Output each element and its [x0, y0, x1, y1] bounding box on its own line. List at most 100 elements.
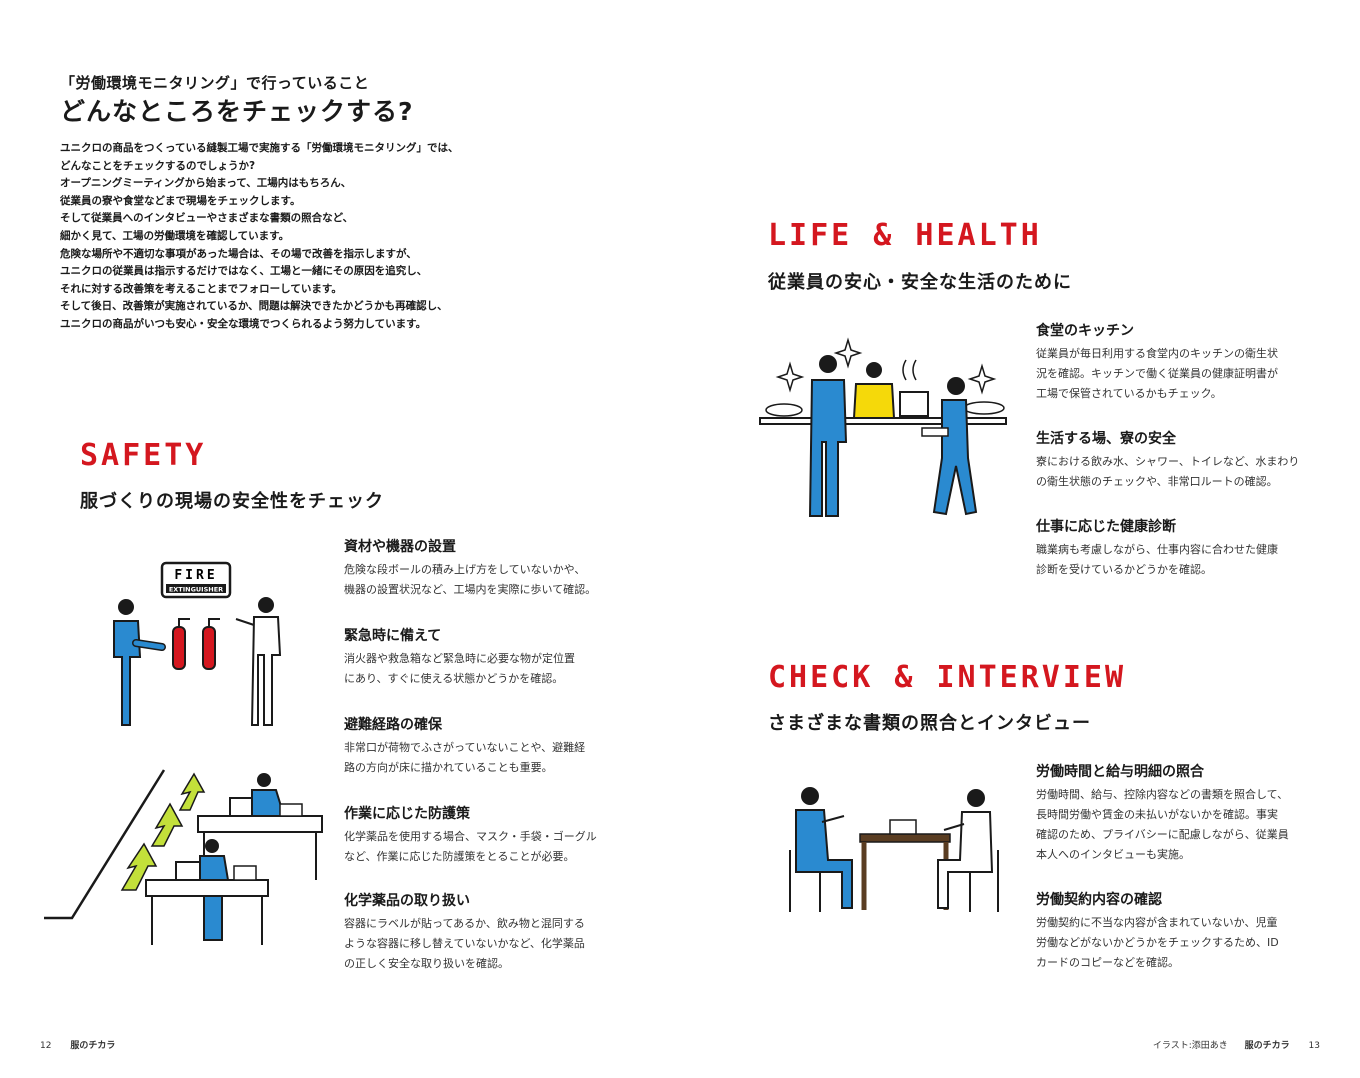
item-line: 本人へのインタビューも実施。 — [1036, 848, 1190, 861]
wall-line — [44, 769, 166, 920]
worker-body-blue — [251, 789, 286, 817]
item-line: ような容器に移し替えていないかなど、化学薬品 — [344, 937, 585, 950]
intro-line: 従業員の寮や食堂などまで現場をチェックします。 — [60, 194, 301, 207]
item-line: 労働契約に不当な内容が含まれていないか、児童 — [1036, 916, 1278, 929]
intro-line: 細かく見て、工場の労働環境を確認しています。 — [60, 229, 290, 242]
item-heading: 生活する場、寮の安全 — [1036, 431, 1176, 447]
worker-head — [257, 773, 271, 787]
person-body-white — [937, 811, 994, 909]
item-line: 職業病も考慮しながら、仕事内容に合わせた健康 — [1036, 543, 1278, 556]
desk — [145, 879, 269, 897]
item-body: 寮における飲み水、シャワー、トイレなど、水まわり の衛生状態のチェックや、非常口… — [1036, 452, 1299, 492]
chair — [789, 850, 821, 912]
life-title: LIFE & HEALTH — [768, 218, 1042, 253]
extinguisher-red — [202, 626, 216, 670]
person-head — [967, 789, 985, 807]
kitchen-illustration — [759, 337, 1007, 517]
person-head — [258, 597, 274, 613]
check-title: CHECK & INTERVIEW — [768, 660, 1127, 695]
person-body-blue — [795, 809, 853, 909]
item-line: 化学薬品を使用する場合、マスク・手袋・ゴーグル — [344, 830, 597, 843]
item-body: 消火器や救急箱など緊急時に必要な物が定位置 にあり、すぐに使える状態かどうかを確… — [344, 649, 575, 689]
item-line: 危険な段ボールの積み上げ方をしていないかや、 — [344, 563, 586, 576]
page-subtitle: 「労働環境モニタリング」で行っていること — [60, 74, 370, 92]
person-head — [947, 377, 965, 395]
item-heading: 作業に応じた防護策 — [344, 806, 470, 822]
sparkle-icon — [775, 361, 805, 393]
item-line: 容器にラベルが貼ってあるか、飲み物と混同する — [344, 917, 585, 930]
intro-line: オープニングミーティングから始まって、工場内はもちろん、 — [60, 177, 352, 190]
interview-illustration — [789, 787, 999, 912]
item-heading: 化学薬品の取り扱い — [344, 893, 470, 909]
safety-item: 資材や機器の設置 危険な段ボールの積み上げ方をしていないかや、 機器の設置状況な… — [344, 536, 596, 600]
item-body: 非常口が荷物でふさがっていないことや、避難経 路の方向が床に描かれていることも重… — [344, 738, 585, 778]
person-body-white — [250, 616, 282, 726]
item-line: 工場で保管されているかもチェック。 — [1036, 387, 1222, 400]
item-line: 況を確認。キッチンで働く従業員の健康証明書が — [1036, 367, 1278, 380]
life-item: 生活する場、寮の安全 寮における飲み水、シャワー、トイレなど、水まわり の衛生状… — [1036, 428, 1299, 492]
intro-line: それに対する改善策を考えることまでフォローしています。 — [60, 282, 342, 295]
arrow-green-icon — [120, 842, 158, 891]
item-line: カードのコピーなどを確認。 — [1036, 956, 1179, 969]
cook-apron-yellow — [852, 383, 896, 419]
life-subtitle: 従業員の安心・安全な生活のために — [768, 272, 1072, 293]
sparkle-icon — [833, 337, 863, 369]
intro-line: そして従業員へのインタビューやさまざまな書類の照合など、 — [60, 212, 354, 225]
illustration-credit: イラスト:添田あき — [1152, 1041, 1228, 1051]
item-heading: 緊急時に備えて — [344, 628, 442, 644]
life-item: 食堂のキッチン 従業員が毎日利用する食堂内のキッチンの衛生状 況を確認。キッチン… — [1036, 320, 1278, 404]
safety-subtitle: 服づくりの現場の安全性をチェック — [80, 491, 384, 512]
item-line: 路の方向が床に描かれていることも重要。 — [344, 761, 553, 774]
steam-icon — [902, 359, 917, 381]
safety-item: 化学薬品の取り扱い 容器にラベルが貼ってあるか、飲み物と混同する ような容器に移… — [344, 890, 585, 974]
item-line: の衛生状態のチェックや、非常口ルートの確認。 — [1036, 475, 1278, 488]
item-line: 消火器や救急箱など緊急時に必要な物が定位置 — [344, 652, 575, 665]
table-brown — [859, 833, 951, 843]
item-heading: 食堂のキッチン — [1036, 323, 1134, 339]
intro-line: ユニクロの従業員は指示するだけではなく、工場と一緒にその原因を追究し、 — [60, 265, 428, 278]
item-body: 危険な段ボールの積み上げ方をしていないかや、 機器の設置状況など、工場内を実際に… — [344, 560, 596, 600]
item-body: 労働時間、給与、控除内容などの書類を照合して、 長時間労働や賃金の未払いがないか… — [1036, 785, 1289, 865]
item-heading: 仕事に応じた健康診断 — [1036, 519, 1176, 535]
safety-title: SAFETY — [80, 438, 207, 473]
worker-body-blue — [199, 855, 230, 881]
item-line: の正しく安全な取り扱いを確認。 — [344, 957, 509, 970]
intro-line: ユニクロの商品をつくっている縫製工場で実施する「労働環境モニタリング」では、 — [60, 142, 459, 154]
intro-paragraph: ユニクロの商品をつくっている縫製工場で実施する「労働環境モニタリング」では、 ど… — [60, 140, 540, 334]
person-body-blue — [808, 379, 848, 517]
check-subtitle: さまざまな書類の照合とインタビュー — [768, 713, 1091, 734]
person-head — [801, 787, 819, 805]
intro-line: 危険な場所や不適切な事項があった場合は、その場で改善を指示しますが、 — [60, 247, 417, 260]
check-item: 労働時間と給与明細の照合 労働時間、給与、控除内容などの書類を照合して、 長時間… — [1036, 761, 1289, 865]
item-line: 長時間労働や賃金の未払いがないかを確認。事実 — [1036, 808, 1278, 821]
magazine-title-left: 服のチカラ — [70, 1041, 116, 1051]
footer-left: 12 服のチカラ — [40, 1038, 115, 1051]
item-heading: 資材や機器の設置 — [344, 539, 456, 555]
item-body: 容器にラベルが貼ってあるか、飲み物と混同する ような容器に移し替えていないかなど… — [344, 914, 585, 974]
item-line: にあり、すぐに使える状態かどうかを確認。 — [344, 672, 564, 685]
item-line: 診断を受けているかどうかを確認。 — [1036, 563, 1212, 576]
documents — [889, 819, 917, 835]
footer-right: イラスト:添田あき 服のチカラ 13 — [1153, 1038, 1320, 1051]
intro-line: そして後日、改善策が実施されているか、問題は解決できたかどうかも再確認し、 — [60, 300, 448, 313]
sign-text-extinguisher: EXTINGUISHER — [169, 586, 223, 594]
person-head — [819, 355, 837, 373]
item-line: 労働などがないかどうかをチェックするため、ID — [1036, 936, 1279, 949]
item-line: 労働時間、給与、控除内容などの書類を照合して、 — [1036, 788, 1289, 801]
safety-item: 避難経路の確保 非常口が荷物でふさがっていないことや、避難経 路の方向が床に描か… — [344, 714, 585, 778]
item-line: など、作業に応じた防護策をとることが必要。 — [344, 850, 575, 863]
item-body: 従業員が毎日利用する食堂内のキッチンの衛生状 況を確認。キッチンで働く従業員の健… — [1036, 344, 1278, 404]
item-line: 非常口が荷物でふさがっていないことや、避難経 — [344, 741, 586, 754]
fire-extinguisher-illustration: FIRE EXTINGUISHER — [113, 561, 282, 726]
sign-band — [166, 584, 226, 593]
extinguisher-red — [172, 626, 186, 670]
bowl — [765, 403, 803, 417]
page-headline: どんなところをチェックする? — [60, 97, 414, 126]
person-head — [118, 599, 134, 615]
cook-head — [866, 362, 882, 378]
page-number-left: 12 — [40, 1041, 52, 1051]
item-line: 寮における飲み水、シャワー、トイレなど、水まわり — [1036, 455, 1300, 468]
worker-head — [205, 839, 219, 853]
item-heading: 労働契約内容の確認 — [1036, 892, 1162, 908]
pot — [899, 391, 929, 417]
